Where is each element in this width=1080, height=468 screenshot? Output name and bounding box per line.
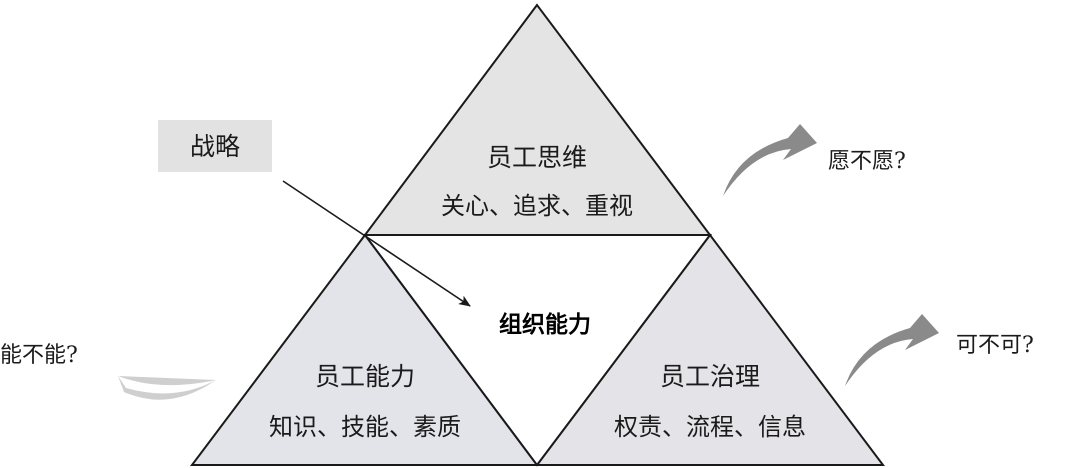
top-title: 员工思维 [487, 143, 587, 172]
question-willing: 愿不愿? [828, 149, 906, 174]
curved-arrow-willing-icon [723, 124, 817, 196]
strategy-label: 战略 [190, 132, 240, 161]
strategy-arrow [282, 180, 471, 307]
strategy-box [158, 120, 272, 172]
left-items: 知识、技能、素质 [269, 413, 461, 441]
question-allowed: 可不可? [956, 333, 1034, 358]
curved-arrow-able-icon [118, 376, 216, 400]
top-items: 关心、追求、重视 [441, 192, 633, 220]
question-able: 能不能? [0, 343, 78, 368]
right-title: 员工治理 [660, 362, 760, 391]
center-title: 组织能力 [499, 311, 591, 338]
left-title: 员工能力 [315, 362, 415, 391]
right-items: 权责、流程、信息 [614, 413, 806, 441]
center-triangle [363, 234, 713, 467]
curved-arrow-allowed-icon [845, 314, 939, 386]
